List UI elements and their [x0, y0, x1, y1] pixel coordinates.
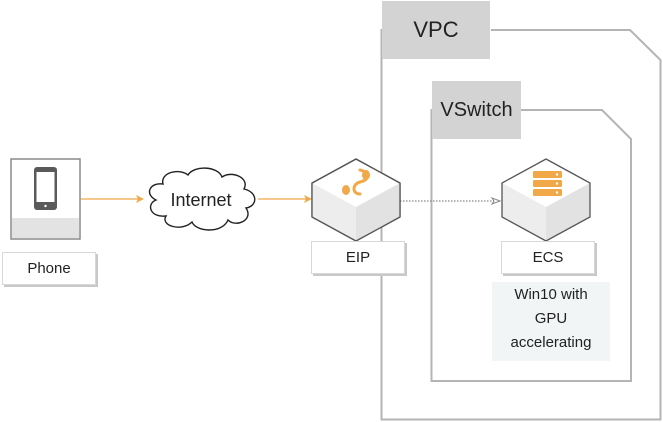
- cloud-icon: [148, 167, 256, 231]
- ecs-note: Win10 with GPU accelerating: [492, 282, 610, 361]
- elastic-ip-icon: [342, 168, 370, 196]
- internet-label: Internet: [170, 190, 231, 210]
- vpc-container: [380, 29, 662, 421]
- vpc-header: VPC: [382, 1, 490, 59]
- server-icon: [533, 171, 562, 196]
- ecs-node[interactable]: [501, 158, 591, 242]
- arrowhead-icon: [304, 195, 312, 203]
- note-line: GPU: [534, 310, 568, 327]
- ecs-label: ECS: [501, 241, 595, 274]
- arrowhead-icon: [490, 196, 502, 206]
- phone-node[interactable]: [10, 158, 81, 240]
- internet-node[interactable]: Internet: [148, 167, 256, 231]
- phone-label: Phone: [2, 252, 96, 285]
- smartphone-icon: [34, 167, 57, 210]
- note-line: Win10 with: [514, 286, 588, 303]
- vswitch-label: VSwitch: [440, 98, 513, 121]
- note-line: accelerating: [510, 334, 592, 351]
- vswitch-container: [430, 109, 632, 382]
- vswitch-header: VSwitch: [432, 81, 521, 139]
- eip-label: EIP: [311, 241, 405, 274]
- eip-node[interactable]: [311, 158, 401, 242]
- vpc-label: VPC: [413, 17, 459, 42]
- arrowhead-icon: [136, 195, 144, 203]
